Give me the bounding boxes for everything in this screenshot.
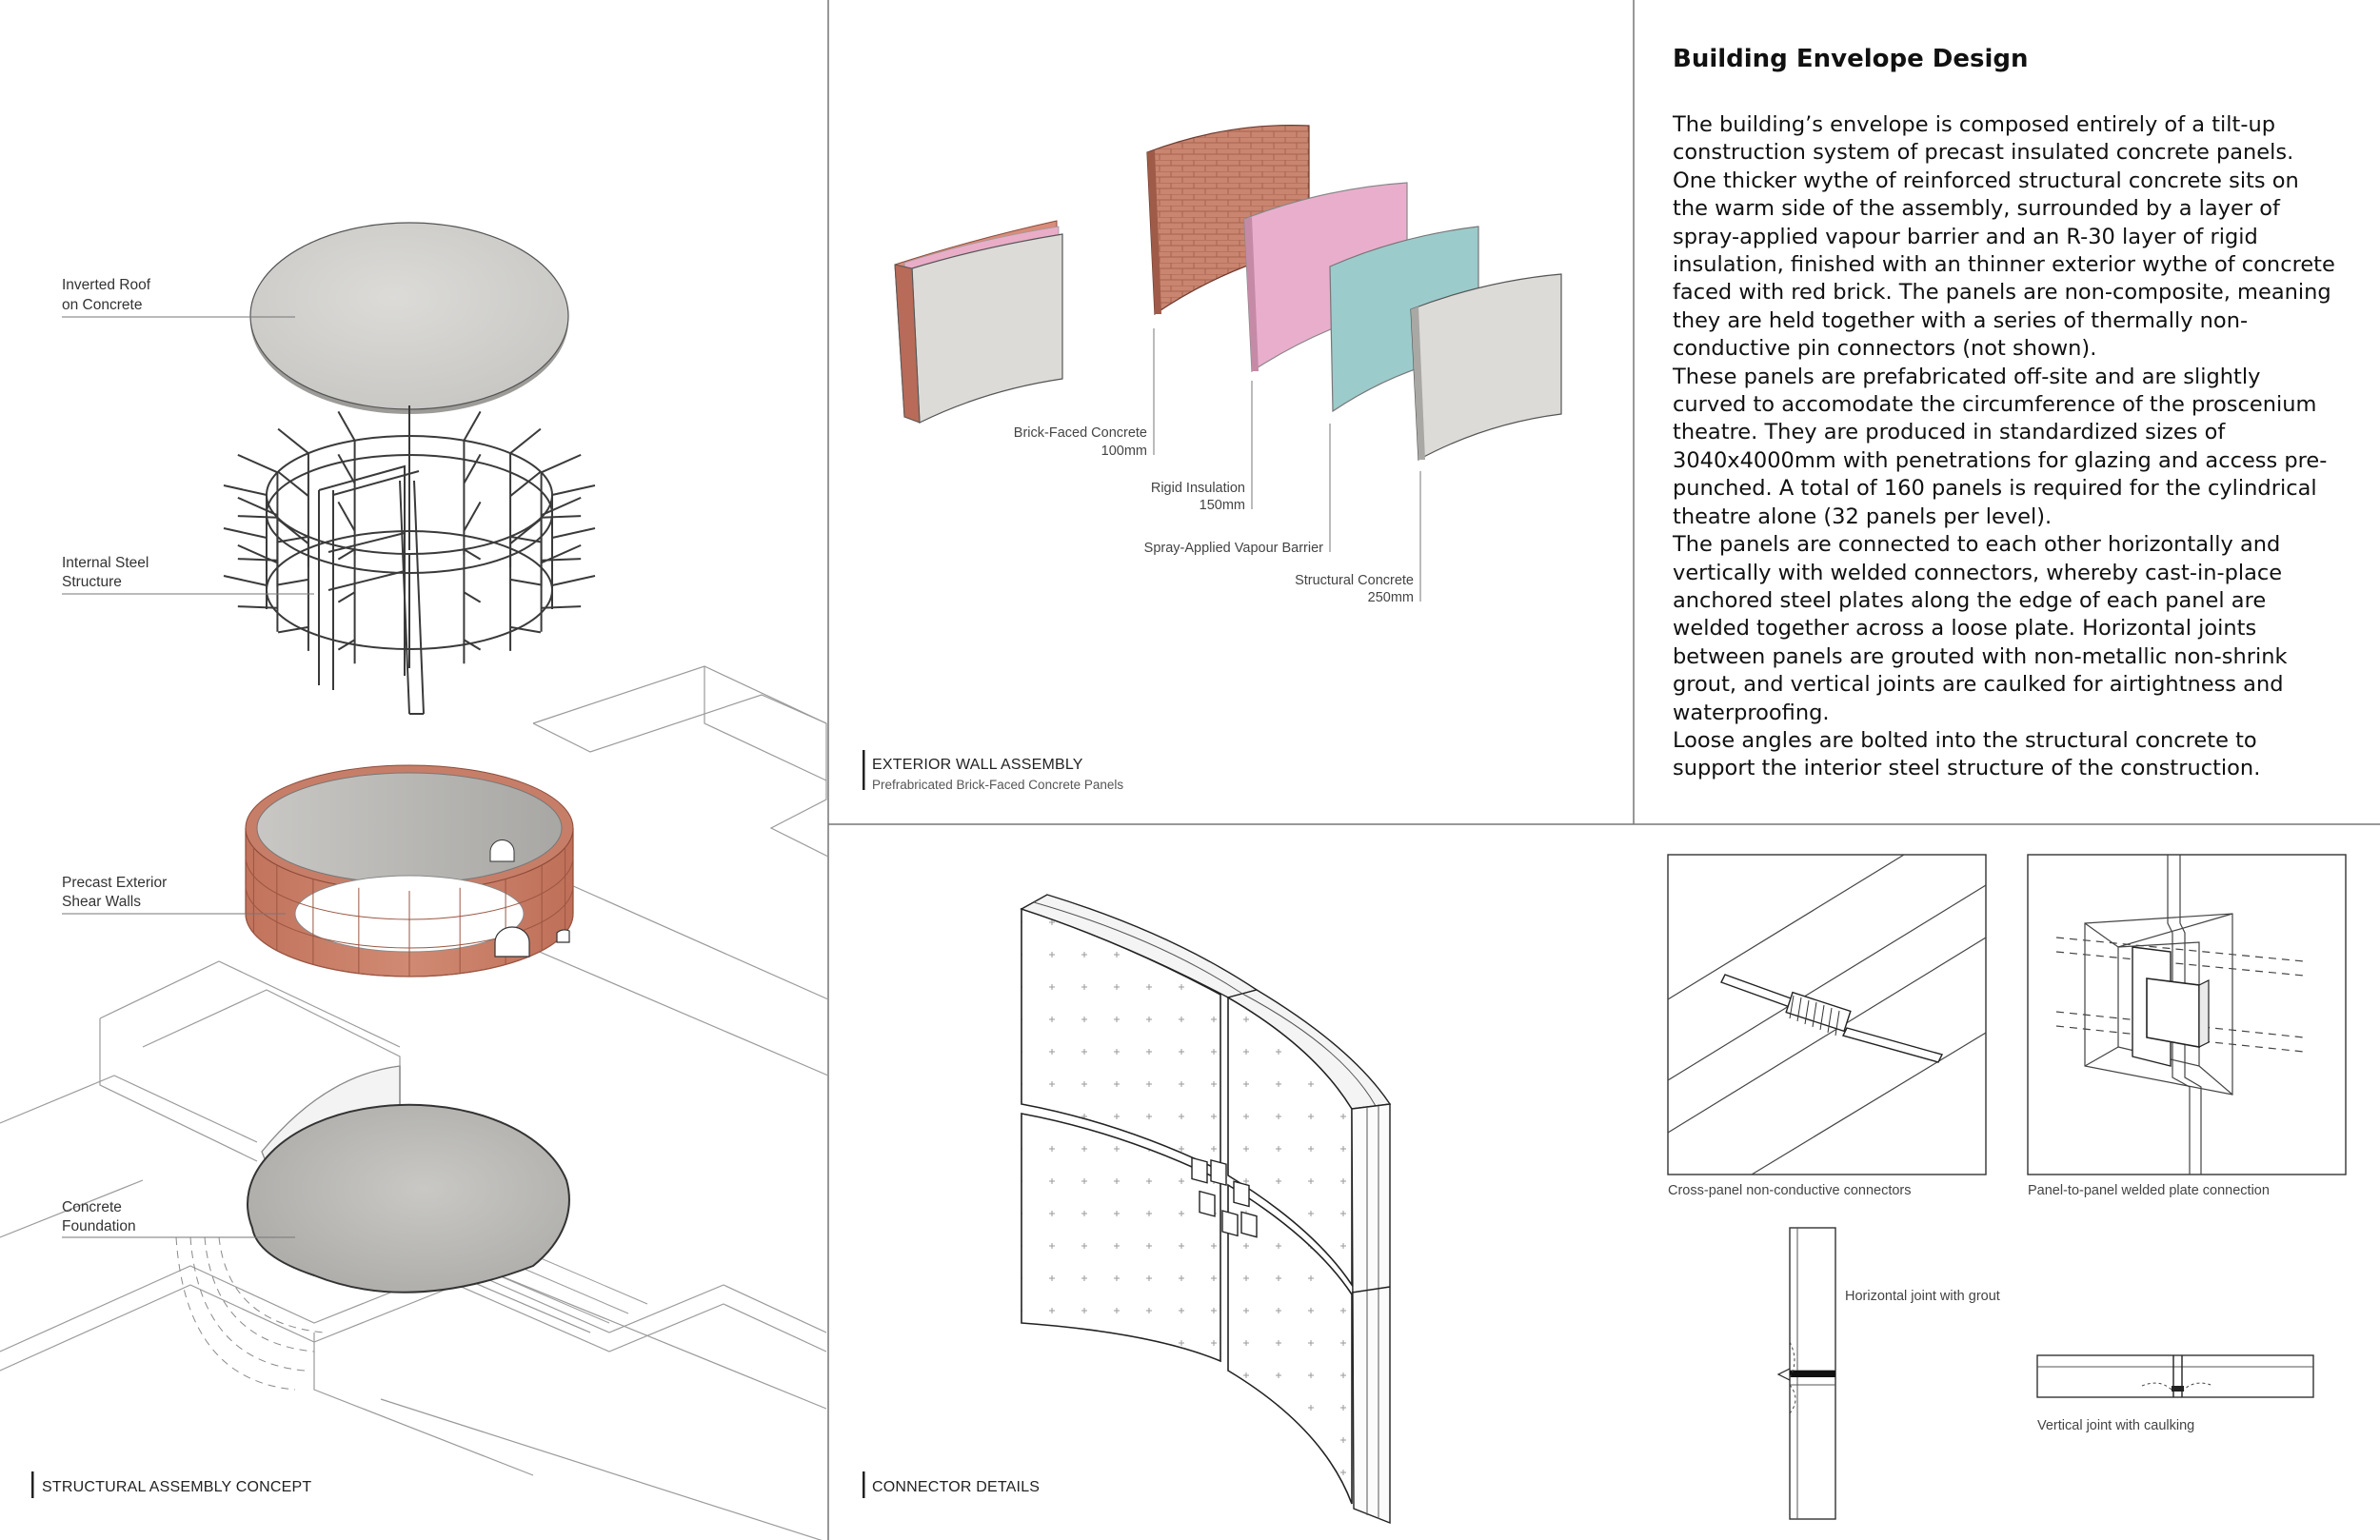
wall-layer-label-vapour: Spray-Applied Vapour Barrier bbox=[1144, 541, 1323, 556]
connector-plates bbox=[1191, 1156, 1258, 1238]
envelope-paragraph-1: The building’s envelope is composed enti… bbox=[1673, 112, 2335, 362]
structural-caption: STRUCTURAL ASSEMBLY CONCEPT bbox=[31, 1471, 311, 1498]
inverted-roof-disk bbox=[249, 222, 569, 414]
svg-text:on Concrete: on Concrete bbox=[62, 297, 142, 313]
svg-text:Prefrabricated Brick-Faced Con: Prefrabricated Brick-Faced Concrete Pane… bbox=[872, 778, 1123, 792]
envelope-paragraph-4: Loose angles are bolted into the structu… bbox=[1673, 727, 2261, 781]
foundation-dashed-arcs bbox=[175, 1236, 325, 1391]
structural-concrete-layer bbox=[1410, 273, 1562, 461]
svg-text:Foundation: Foundation bbox=[62, 1218, 136, 1234]
svg-text:Internal Steel: Internal Steel bbox=[62, 555, 149, 571]
svg-text:Concrete: Concrete bbox=[62, 1199, 122, 1215]
structural-label-roof: Inverted Roof on Concrete bbox=[62, 277, 295, 318]
curved-panel-assembly bbox=[1020, 894, 1392, 1525]
detail-vertical-joint-caulking: Vertical joint with caulking bbox=[2036, 1354, 2314, 1433]
svg-text:Shear Walls: Shear Walls bbox=[62, 894, 141, 910]
svg-text:CONNECTOR DETAILS: CONNECTOR DETAILS bbox=[872, 1479, 1040, 1495]
svg-text:STRUCTURAL ASSEMBLY CONCEPT: STRUCTURAL ASSEMBLY CONCEPT bbox=[42, 1479, 311, 1495]
structural-label-foundation: Concrete Foundation bbox=[62, 1199, 295, 1238]
svg-text:EXTERIOR WALL ASSEMBLY: EXTERIOR WALL ASSEMBLY bbox=[872, 757, 1083, 773]
connector-details-panel: Cross-panel non-conductive connectors bbox=[863, 854, 2347, 1525]
wall-leader-lines bbox=[1153, 328, 1421, 602]
svg-text:Vertical joint with caulking: Vertical joint with caulking bbox=[2037, 1418, 2194, 1433]
exterior-wall-assembly-panel: Brick-Faced Concrete 100mm Rigid Insulat… bbox=[863, 124, 1562, 792]
detail-horizontal-joint-grout: Horizontal joint with grout bbox=[1776, 1227, 2000, 1520]
svg-text:Structural Concrete: Structural Concrete bbox=[1295, 573, 1414, 588]
svg-text:Brick-Faced Concrete: Brick-Faced Concrete bbox=[1014, 425, 1147, 441]
envelope-title: Building Envelope Design bbox=[1673, 45, 2029, 73]
wall-layer-label-insulation: Rigid Insulation 150mm bbox=[1151, 481, 1245, 513]
structural-label-walls: Precast Exterior Shear Walls bbox=[62, 875, 286, 915]
svg-text:Horizontal joint with grout: Horizontal joint with grout bbox=[1845, 1289, 2000, 1304]
svg-text:150mm: 150mm bbox=[1200, 498, 1245, 513]
svg-text:Spray-Applied Vapour Barrier: Spray-Applied Vapour Barrier bbox=[1144, 541, 1323, 556]
wall-caption: EXTERIOR WALL ASSEMBLY Prefrabricated Br… bbox=[863, 750, 1123, 792]
detail-cross-panel-connectors: Cross-panel non-conductive connectors bbox=[1667, 854, 1987, 1198]
structural-label-steel: Internal Steel Structure bbox=[62, 555, 314, 595]
wall-layer-label-brick: Brick-Faced Concrete 100mm bbox=[1014, 425, 1147, 459]
internal-steel-structure bbox=[223, 405, 596, 715]
detail-welded-plate-connection: Panel-to-panel welded plate connection bbox=[2027, 854, 2347, 1198]
svg-text:Inverted Roof: Inverted Roof bbox=[62, 277, 151, 293]
svg-text:Cross-panel non-conductive con: Cross-panel non-conductive connectors bbox=[1668, 1183, 1912, 1198]
envelope-paragraph-3: The panels are connected to each other h… bbox=[1673, 532, 2288, 725]
svg-text:Panel-to-panel welded plate co: Panel-to-panel welded plate connection bbox=[2028, 1183, 2270, 1198]
concrete-foundation bbox=[247, 1103, 570, 1293]
combined-wall-panel bbox=[894, 220, 1063, 424]
envelope-paragraph-2: These panels are prefabricated off-site … bbox=[1673, 364, 2328, 529]
svg-text:100mm: 100mm bbox=[1101, 444, 1147, 459]
svg-text:250mm: 250mm bbox=[1368, 590, 1414, 605]
envelope-text-block: Building Envelope Design The building’s … bbox=[1673, 45, 2339, 783]
svg-text:Precast Exterior: Precast Exterior bbox=[62, 875, 167, 891]
svg-text:Rigid Insulation: Rigid Insulation bbox=[1151, 481, 1245, 496]
structural-assembly-panel: Inverted Roof on Concrete Internal Steel… bbox=[0, 222, 829, 1540]
connector-caption: CONNECTOR DETAILS bbox=[863, 1471, 1040, 1498]
wall-layer-label-structural: Structural Concrete 250mm bbox=[1295, 573, 1414, 605]
svg-text:Structure: Structure bbox=[62, 574, 122, 590]
shear-wall-cylinder bbox=[245, 764, 574, 977]
